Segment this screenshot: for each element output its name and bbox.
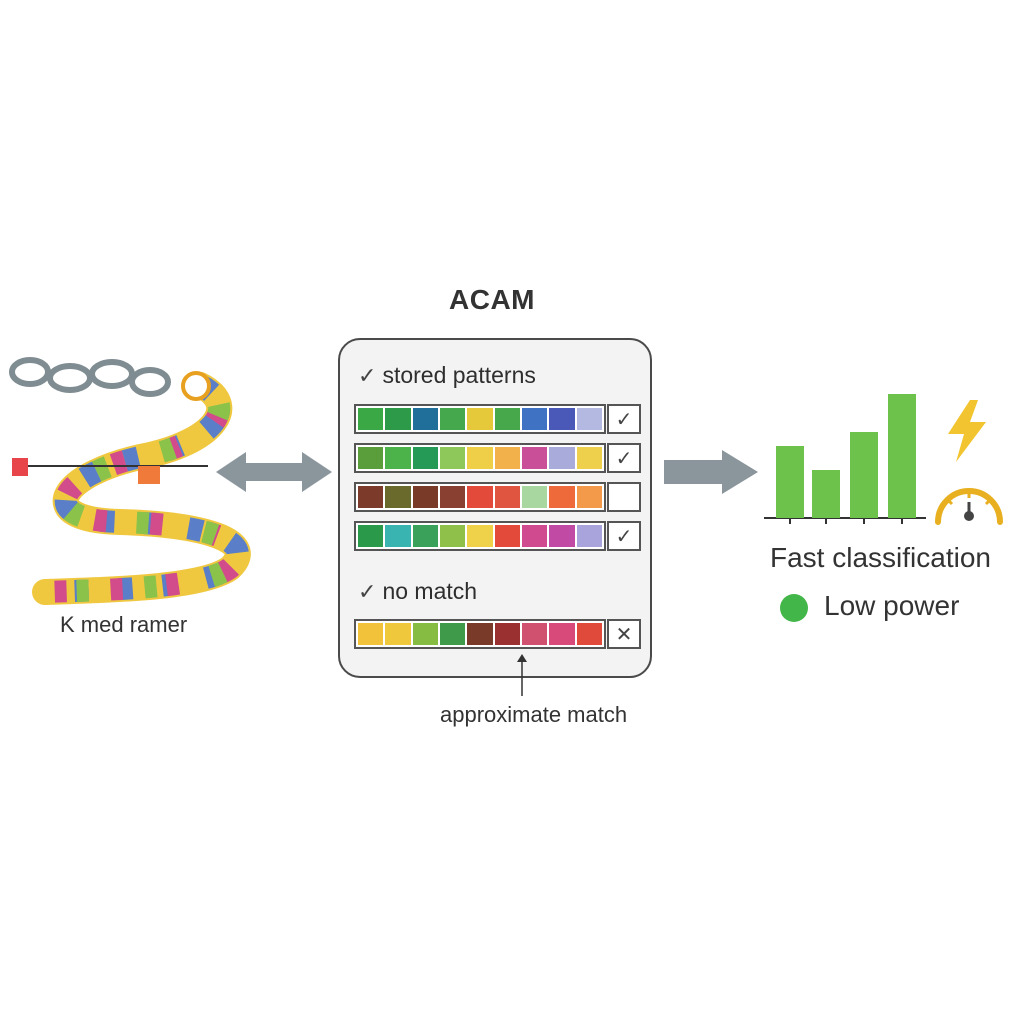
pattern-cell — [467, 408, 493, 430]
no-match-label: no match — [382, 578, 478, 604]
lightning-bolt-icon — [948, 400, 986, 462]
ribbon-end-cap — [181, 371, 211, 401]
pattern-cell — [576, 447, 602, 469]
pattern-cell — [439, 623, 466, 645]
pattern-cell — [467, 525, 493, 547]
check-icon: ✓ — [607, 443, 641, 473]
stored-pattern-row: ✓ — [354, 521, 642, 553]
pattern-cell — [521, 525, 548, 547]
low-power-caption: Low power — [824, 590, 960, 621]
pattern-cell — [549, 486, 575, 508]
pattern-cells — [354, 619, 606, 649]
pattern-cell — [549, 525, 575, 547]
cross-icon: ✕ — [607, 619, 641, 649]
stored-pattern-row — [354, 482, 642, 514]
pattern-cell — [549, 623, 575, 645]
pattern-cell — [412, 486, 438, 508]
pattern-cell — [385, 623, 411, 645]
pattern-cell — [439, 486, 466, 508]
pattern-cell — [385, 447, 411, 469]
chart-bar — [776, 446, 804, 518]
stored-patterns-label: stored patterns — [382, 362, 536, 388]
pattern-cell — [576, 525, 602, 547]
pattern-cell — [494, 623, 520, 645]
approximate-match-caption: approximate match — [440, 702, 628, 727]
pattern-cell — [358, 447, 384, 469]
pattern-cell — [521, 408, 548, 430]
pattern-cell — [412, 447, 438, 469]
acam-title: ACAM — [449, 284, 535, 315]
kmer-caption: K med ramer — [60, 612, 188, 637]
pattern-cell — [521, 486, 548, 508]
chart-bar — [850, 432, 878, 518]
stored-patterns-heading: ✓stored patterns — [358, 362, 536, 389]
fast-classification-caption: Fast classification — [770, 542, 991, 573]
pattern-cell — [358, 525, 384, 547]
pattern-cell — [494, 486, 520, 508]
pattern-cells — [354, 443, 606, 473]
check-icon — [607, 482, 641, 512]
pattern-cell — [412, 623, 438, 645]
pattern-cell — [576, 623, 602, 645]
pattern-cell — [549, 447, 575, 469]
dna-ribbon — [32, 372, 251, 605]
pattern-cells — [354, 521, 606, 551]
classification-bar-chart — [764, 394, 926, 524]
pattern-cell — [494, 447, 520, 469]
chain-icon — [9, 357, 171, 397]
no-match-heading: ✓no match — [358, 578, 477, 605]
pattern-cell — [439, 408, 466, 430]
check-icon: ✓ — [607, 521, 641, 551]
pattern-cell — [439, 447, 466, 469]
pattern-cell — [576, 408, 602, 430]
pattern-cells — [354, 482, 606, 512]
pattern-cell — [358, 408, 384, 430]
chart-bar — [888, 394, 916, 518]
kmer-marker — [12, 458, 28, 476]
stored-pattern-row: ✓ — [354, 443, 642, 475]
pattern-cell — [521, 447, 548, 469]
pattern-cell — [549, 408, 575, 430]
pattern-cell — [439, 525, 466, 547]
pattern-cell — [494, 408, 520, 430]
pattern-cell — [467, 447, 493, 469]
pattern-cell — [412, 408, 438, 430]
pattern-cell — [358, 486, 384, 508]
stored-pattern-row: ✓ — [354, 404, 642, 436]
pattern-cell — [385, 486, 411, 508]
check-circle-icon: ✓ — [358, 579, 377, 604]
pattern-cell — [521, 623, 548, 645]
pattern-cell — [467, 486, 493, 508]
pattern-cell — [412, 525, 438, 547]
pattern-cell — [576, 486, 602, 508]
dna-ribbon-blocks-2 — [44, 375, 249, 603]
pattern-cell — [385, 525, 411, 547]
kmer-highlight — [138, 466, 160, 484]
pattern-cell — [385, 408, 411, 430]
pattern-cell — [358, 623, 384, 645]
check-icon: ✓ — [607, 404, 641, 434]
check-icon: ✓ — [358, 363, 377, 388]
up-arrow-icon — [517, 654, 527, 696]
pattern-cell — [467, 623, 493, 645]
no-match-pattern-row: ✕ — [354, 619, 642, 651]
speed-gauge-icon — [935, 488, 1003, 525]
bidirectional-arrow-icon — [216, 452, 332, 492]
pattern-cell — [494, 525, 520, 547]
chart-bar — [812, 470, 840, 518]
right-arrow-icon — [664, 450, 758, 494]
kmer-ribbon-illustration — [9, 357, 251, 605]
low-power-indicator-icon — [780, 594, 808, 622]
pattern-cells — [354, 404, 606, 434]
